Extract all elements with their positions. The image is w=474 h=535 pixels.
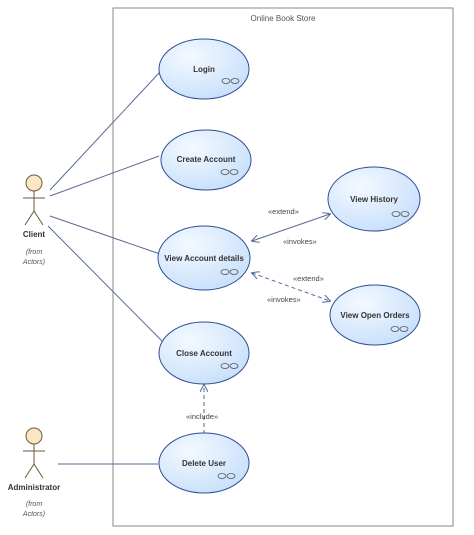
use-case-login-label: Login: [193, 65, 215, 74]
use-case-login-icon: [221, 78, 240, 84]
use-case-delete-user-icon: [217, 473, 236, 479]
actor-client-from: (from: [26, 249, 43, 256]
assoc-client-login: [49, 71, 161, 191]
use-case-view-open-orders[interactable]: View Open Orders: [329, 284, 421, 346]
assoc-client-view-account: [49, 215, 161, 255]
actor-administrator-label: Administrator: [8, 483, 60, 492]
use-case-create-account[interactable]: Create Account: [160, 129, 252, 191]
stick-figure-icon: [23, 427, 45, 479]
use-case-close-account[interactable]: Close Account: [158, 321, 250, 385]
associations: [47, 71, 166, 465]
use-case-view-open-orders-label: View Open Orders: [340, 311, 410, 320]
use-case-create-account-icon: [220, 169, 239, 175]
use-case-view-history-icon: [391, 211, 410, 217]
use-case-view-history-label: View History: [350, 195, 398, 204]
actor-client[interactable]: Client (from Actors): [22, 174, 46, 266]
orders-extend-label: «extend»: [293, 274, 324, 283]
history-extend-label: «extend»: [268, 207, 299, 216]
history-invokes-label: «invokes»: [283, 237, 317, 246]
use-case-login[interactable]: Login: [158, 38, 250, 100]
assoc-client-close-account: [47, 225, 166, 345]
actor-client-package: Actors): [22, 259, 45, 266]
use-case-create-account-label: Create Account: [177, 155, 236, 164]
use-case-view-account-details-icon: [220, 269, 239, 275]
actor-administrator-from: (from: [26, 501, 43, 508]
use-case-delete-user[interactable]: Delete User: [158, 432, 250, 494]
use-case-close-account-icon: [220, 363, 239, 369]
actor-administrator[interactable]: Administrator (from Actors): [8, 427, 60, 518]
use-case-view-history[interactable]: View History: [327, 166, 421, 232]
include-label: «include»: [186, 412, 218, 421]
system-title: Online Book Store: [251, 14, 316, 23]
actor-client-label: Client: [23, 230, 46, 239]
orders-invokes-label: «invokes»: [267, 295, 301, 304]
actor-administrator-package: Actors): [22, 511, 45, 518]
use-case-close-account-label: Close Account: [176, 349, 232, 358]
assoc-client-create-account: [49, 155, 160, 197]
use-case-view-open-orders-icon: [390, 326, 409, 332]
use-case-view-account-details-label: View Account details: [164, 254, 244, 263]
stick-figure-icon: [23, 174, 45, 226]
use-case-view-account-details[interactable]: View Account details: [157, 225, 251, 291]
extend-view-history-arrow: [252, 214, 330, 241]
use-case-delete-user-label: Delete User: [182, 459, 226, 468]
